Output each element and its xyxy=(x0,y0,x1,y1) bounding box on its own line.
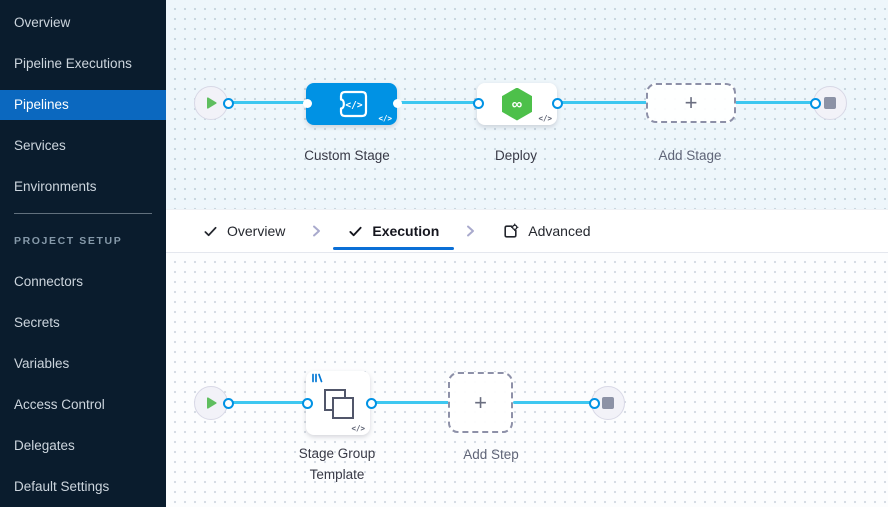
sidebar-item-pipelines[interactable]: Pipelines xyxy=(0,90,166,120)
tab-advanced-label: Advanced xyxy=(528,223,591,239)
add-step-label: Add Step xyxy=(463,447,519,462)
code-view-badge: </> xyxy=(378,114,392,123)
connector-line xyxy=(735,101,815,104)
stage-pipeline-canvas[interactable]: </> </> ∞ </> + Custom Stage Deploy Add xyxy=(166,0,888,209)
check-icon xyxy=(349,226,362,236)
port-start-out[interactable] xyxy=(222,97,234,109)
stop-icon xyxy=(602,397,614,409)
sidebar: Overview Pipeline Executions Pipelines S… xyxy=(0,0,166,507)
custom-stage-label: Custom Stage xyxy=(304,148,390,163)
svg-text:</>: </> xyxy=(345,100,362,111)
sidebar-item-delegates[interactable]: Delegates xyxy=(14,438,75,453)
sidebar-item-secrets[interactable]: Secrets xyxy=(14,315,60,330)
add-stage-button[interactable]: + xyxy=(646,83,736,123)
template-badge-icon xyxy=(311,373,324,385)
plus-icon: + xyxy=(684,90,698,115)
sidebar-item-default-settings[interactable]: Default Settings xyxy=(14,479,110,494)
execution-canvas[interactable]: </> + Stage Group Template Add Step xyxy=(166,253,888,507)
chevron-right-icon xyxy=(311,224,322,238)
play-icon xyxy=(207,397,217,409)
custom-stage-icon: </> xyxy=(339,90,367,118)
deploy-stage-label: Deploy xyxy=(494,148,538,163)
stage-group-template-label: Stage Group Template xyxy=(298,446,376,482)
sidebar-section-header: PROJECT SETUP xyxy=(14,235,123,247)
advanced-tab-icon xyxy=(504,223,519,238)
custom-stage-node[interactable]: </> </> xyxy=(306,83,397,125)
port-stage-group-in[interactable] xyxy=(301,397,313,409)
execution-end-node xyxy=(591,386,625,420)
port-custom-stage-out[interactable] xyxy=(392,98,402,108)
tab-execution-label: Execution xyxy=(372,223,440,239)
tab-overview-label: Overview xyxy=(227,223,286,239)
tab-advanced[interactable]: Advanced xyxy=(485,210,607,253)
port-deploy-in[interactable] xyxy=(472,97,484,109)
sidebar-item-pipeline-executions[interactable]: Pipeline Executions xyxy=(14,56,132,71)
port-start-out[interactable] xyxy=(222,397,234,409)
sidebar-item-overview[interactable]: Overview xyxy=(14,15,71,30)
port-end-in[interactable] xyxy=(809,97,821,109)
sidebar-item-connectors[interactable]: Connectors xyxy=(14,274,84,289)
connector-line xyxy=(513,401,594,404)
tab-overview[interactable]: Overview xyxy=(186,210,302,253)
deploy-cd-icon: ∞ xyxy=(502,87,532,121)
connector-line xyxy=(371,401,449,404)
check-icon xyxy=(204,226,217,236)
sidebar-item-access-control[interactable]: Access Control xyxy=(14,397,105,412)
sidebar-item-variables[interactable]: Variables xyxy=(14,356,70,371)
deploy-stage-node[interactable]: ∞ </> xyxy=(477,83,557,125)
port-end-in[interactable] xyxy=(588,397,600,409)
port-stage-group-out[interactable] xyxy=(365,397,377,409)
add-step-button[interactable]: + xyxy=(448,372,513,433)
connector-line xyxy=(224,101,307,104)
code-view-badge: </> xyxy=(538,114,552,123)
code-view-badge: </> xyxy=(351,424,365,433)
execution-start-node xyxy=(194,386,228,420)
sidebar-item-environments[interactable]: Environments xyxy=(14,179,97,194)
tab-execution[interactable]: Execution xyxy=(331,210,456,253)
connector-line xyxy=(224,401,307,404)
sidebar-item-services[interactable]: Services xyxy=(14,138,66,153)
add-stage-label: Add Stage xyxy=(658,148,722,163)
chevron-right-icon xyxy=(465,224,476,238)
main-area: </> </> ∞ </> + Custom Stage Deploy Add xyxy=(166,0,888,507)
stage-group-template-node[interactable]: </> xyxy=(306,371,370,435)
active-tab-underline xyxy=(333,246,455,250)
connector-line xyxy=(557,101,647,104)
port-deploy-out[interactable] xyxy=(551,97,563,109)
infinity-glyph: ∞ xyxy=(511,95,523,113)
sidebar-divider xyxy=(14,213,152,214)
stage-group-icon xyxy=(324,389,354,419)
stop-icon xyxy=(824,97,836,109)
stage-config-tabbar: Overview Execution A xyxy=(166,209,888,253)
play-icon xyxy=(207,97,217,109)
connector-line xyxy=(397,101,478,104)
pipeline-start-node xyxy=(194,86,228,120)
plus-icon: + xyxy=(474,389,487,415)
port-custom-stage-in[interactable] xyxy=(302,98,312,108)
